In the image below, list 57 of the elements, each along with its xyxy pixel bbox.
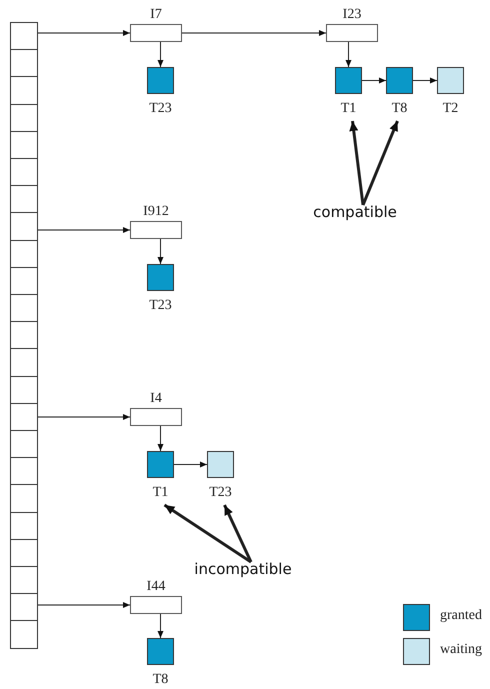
legend-label: granted	[440, 608, 482, 624]
hash-table-cell	[10, 158, 38, 187]
hash-table-cell	[10, 376, 38, 404]
arrow	[346, 42, 352, 68]
arrow	[174, 462, 208, 468]
hash-table-cell	[10, 266, 38, 296]
hash-table-cell	[10, 49, 38, 78]
arrow	[362, 120, 399, 206]
hash-table-cell	[10, 104, 38, 132]
hash-table-cell	[10, 457, 38, 486]
hash-table-cell	[10, 294, 38, 323]
hash-table-cell	[10, 512, 38, 540]
item-label: I4	[149, 391, 163, 406]
transaction-label: T8	[152, 672, 170, 687]
hash-table-cell	[10, 430, 38, 459]
item-label: I912	[142, 204, 170, 219]
transaction-label: T8	[390, 101, 408, 116]
transaction-label: T23	[148, 298, 173, 313]
arrow	[182, 30, 326, 36]
hash-table-cell	[10, 240, 38, 268]
transaction-label: T1	[152, 485, 170, 500]
annotation-text: compatible	[312, 203, 398, 221]
hash-table-cell	[10, 130, 38, 160]
hash-table-cell	[10, 185, 38, 214]
arrow	[164, 504, 252, 564]
hash-table-cell	[10, 484, 38, 514]
hash-table-cell	[10, 348, 38, 378]
transaction-label: T23	[208, 485, 233, 500]
arrow	[349, 120, 364, 206]
transaction-label: T2	[442, 101, 460, 116]
arrow	[38, 602, 130, 608]
arrow	[158, 614, 164, 638]
arrow	[158, 42, 164, 68]
hash-table-cell	[10, 620, 38, 650]
arrow	[362, 78, 386, 84]
hash-table-cell	[10, 593, 38, 622]
hash-table-cell	[10, 538, 38, 568]
hash-table-cell	[10, 402, 38, 432]
legend-label: waiting	[440, 642, 482, 658]
arrow	[223, 504, 252, 563]
arrow	[38, 414, 130, 420]
arrow	[158, 426, 164, 452]
hash-table-cell	[10, 566, 38, 595]
transaction-label: T1	[340, 101, 358, 116]
annotation-text: incompatible	[193, 560, 293, 578]
item-label: I7	[149, 7, 163, 22]
hash-table-cell	[10, 212, 38, 242]
arrow	[158, 238, 164, 264]
hash-table-cell	[10, 22, 38, 51]
arrow	[38, 227, 130, 233]
item-label: I44	[146, 579, 166, 594]
item-label: I23	[342, 7, 362, 22]
arrow	[412, 78, 438, 84]
arrow	[38, 30, 130, 36]
hash-table-cell	[10, 76, 38, 106]
hash-table-cell	[10, 321, 38, 350]
transaction-label: T23	[148, 101, 173, 116]
